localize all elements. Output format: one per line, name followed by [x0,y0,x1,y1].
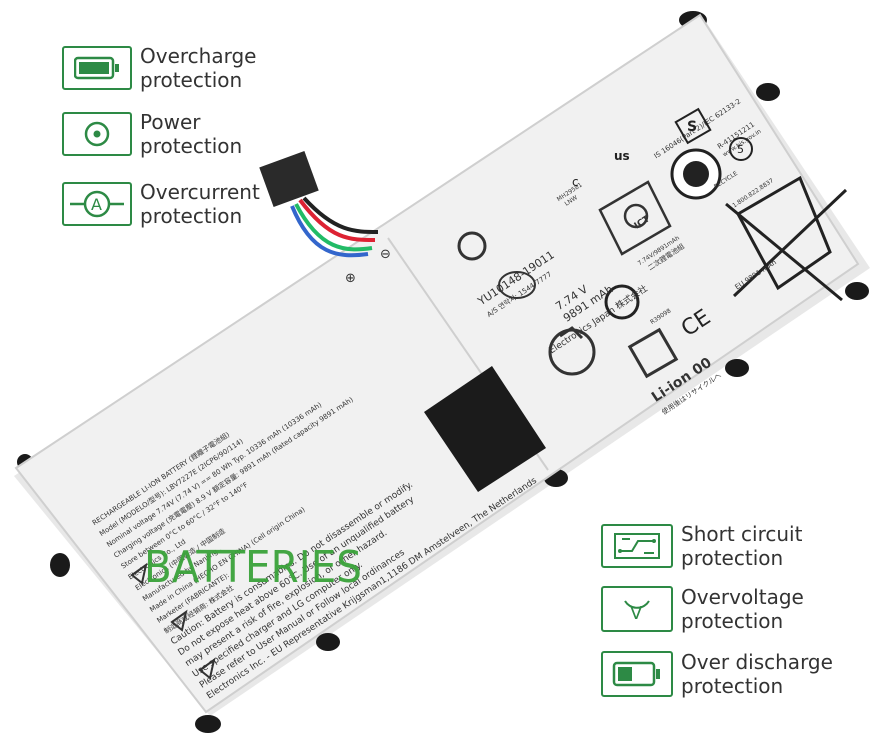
warning-triangle-icon [170,609,188,632]
bis-s: S [687,119,697,135]
feature-title: Overcharge [140,44,257,68]
feature-title: Overvoltage [681,585,804,609]
watermark-text: BATTERIES [144,542,362,593]
recycle-icon [548,326,596,376]
rbrc-recycle-icon [670,148,722,200]
ammeter-icon: A [62,182,132,226]
feature-subtitle: protection [681,674,784,698]
battery-full-icon [62,46,132,90]
circle-five: 5 [737,143,744,156]
globe-mark-icon [604,284,640,320]
ict-mark-icon [598,180,672,256]
power-circle-icon [62,112,132,156]
feature-title: Short circuit [681,522,803,546]
cell-window [424,366,546,492]
feature-subtitle: protection [140,134,243,158]
voltmeter-icon: V [601,586,673,632]
feature-subtitle: protection [681,546,784,570]
pse-mark-icon [498,271,536,299]
feature-subtitle: protection [681,609,784,633]
cell-recycle-icon [627,327,679,379]
circle-five-icon [729,137,753,161]
cmark-right: us [614,149,630,163]
connector-cable [259,151,379,258]
battery-low-icon [601,651,673,697]
circuit-board-icon [601,524,673,568]
feature-subtitle: protection [140,204,243,228]
feature-title: Overcurrent [140,180,260,204]
warning-triangle-icon [198,657,216,680]
minus-terminal: ⊖ [380,247,391,262]
weee-bin-icon [725,175,848,302]
cmark-left: c [572,175,579,189]
plus-terminal: ⊕ [345,271,356,286]
svg-text:V: V [630,603,643,624]
warning-triangle-icon [130,562,148,585]
feature-subtitle: protection [140,68,243,92]
warning-triangles [130,562,216,680]
bis-mark-icon [674,107,712,145]
svg-text:A: A [91,195,102,214]
battery-body [14,13,860,714]
kc-mark-icon [457,231,487,261]
feature-title: Over discharge [681,650,833,674]
feature-title: Power [140,110,201,134]
